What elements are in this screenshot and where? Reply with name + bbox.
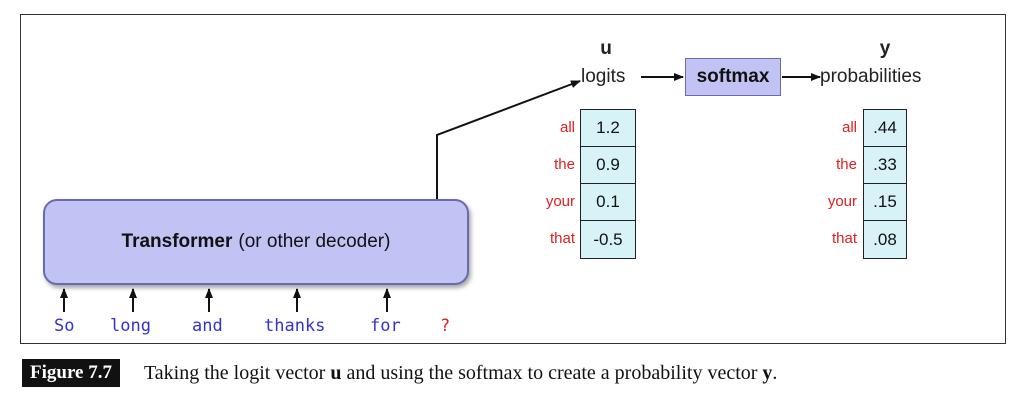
- vocab-word: that: [549, 230, 575, 247]
- probability-value: .33: [864, 147, 906, 184]
- vocab-word: all: [841, 119, 857, 136]
- logits-symbol: u: [600, 38, 612, 59]
- probabilities-word-labels: all the your that: [797, 109, 857, 257]
- vocab-word: your: [545, 193, 575, 210]
- probability-value: .15: [864, 184, 906, 221]
- input-token-question: ?: [440, 316, 451, 336]
- vocab-word: your: [827, 193, 857, 210]
- probability-value: .44: [864, 110, 906, 147]
- figure-number: Figure 7.7: [22, 359, 120, 387]
- probabilities-label: probabilities: [820, 66, 922, 87]
- probability-value: .08: [864, 221, 906, 258]
- caption-end: .: [772, 361, 778, 384]
- transformer-label-rest: (or other decoder): [238, 231, 391, 252]
- input-token: and: [192, 316, 223, 336]
- caption-y: y: [762, 361, 773, 384]
- logit-value: 0.1: [581, 184, 635, 221]
- input-token: So: [54, 316, 75, 336]
- logits-word-labels: all the your that: [515, 109, 575, 257]
- logits-label: logits: [581, 66, 626, 87]
- vocab-word: the: [836, 156, 857, 173]
- vocab-word: all: [559, 119, 575, 136]
- logits-vector: 1.2 0.9 0.1 -0.5: [580, 109, 636, 259]
- caption-text: Taking the logit vector u and using the …: [144, 362, 777, 385]
- figure-frame: [20, 14, 1006, 344]
- softmax-box: softmax: [685, 58, 781, 96]
- input-token: thanks: [264, 316, 326, 336]
- caption-part1: Taking the logit vector: [143, 361, 326, 384]
- caption-u: u: [330, 361, 342, 384]
- figure-caption: Figure 7.7 Taking the logit vector u and…: [22, 356, 1002, 390]
- probabilities-vector: .44 .33 .15 .08: [863, 109, 907, 259]
- probabilities-symbol: y: [879, 38, 891, 59]
- transformer-to-logits-arrow: [436, 80, 581, 199]
- logit-value: -0.5: [581, 221, 635, 258]
- input-token: for: [370, 316, 401, 336]
- logit-value: 1.2: [581, 110, 635, 147]
- vocab-word: the: [554, 156, 575, 173]
- caption-part2: and using the softmax to create a probab…: [346, 361, 758, 384]
- vocab-word: that: [831, 230, 857, 247]
- transformer-label-bold: Transformer: [121, 231, 233, 252]
- logit-value: 0.9: [581, 147, 635, 184]
- transformer-box: Transformer (or other decoder): [43, 199, 469, 285]
- input-token: long: [110, 316, 151, 336]
